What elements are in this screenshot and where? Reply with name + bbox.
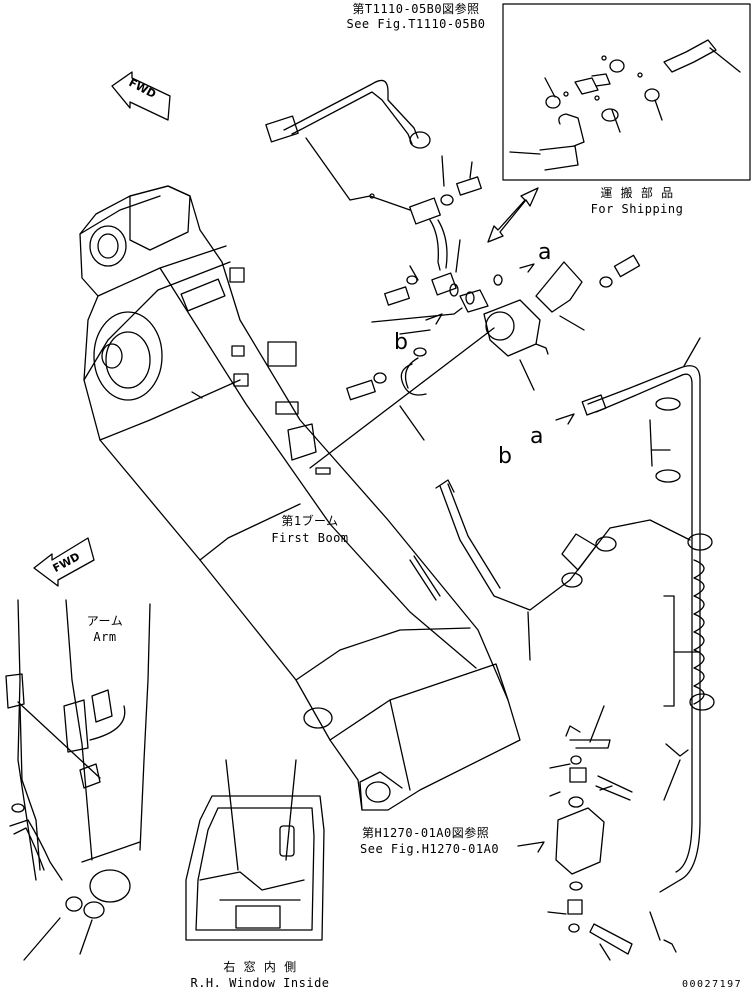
shipping-parts [509, 39, 741, 171]
callout-a-mid: a [530, 424, 544, 449]
ref-bottom-en: See Fig.H1270-01A0 [360, 842, 500, 856]
drawing-number: 00027197 [682, 979, 743, 990]
ref-top-jp: 第T1110-05B0図参照 [352, 2, 480, 16]
first-boom [79, 185, 521, 811]
window-jp: 右 窓 内 側 [223, 960, 297, 974]
shipping-arrow [487, 187, 539, 243]
shipping-en: For Shipping [590, 202, 684, 216]
fwd-arrow-top-icon [111, 71, 171, 121]
hose-assembly [265, 79, 715, 961]
fwd-arrow-left-icon [33, 537, 95, 587]
arm-detail [5, 599, 151, 961]
shipping-jp: 運 搬 部 品 [600, 186, 674, 200]
arm-jp: アーム [86, 614, 124, 628]
ref-bottom-jp: 第H1270-01A0図参照 [362, 826, 490, 840]
first-boom-en: First Boom [271, 531, 349, 545]
callout-b-mid: b [498, 444, 513, 469]
arm-en: Arm [93, 630, 117, 644]
ref-top-en: See Fig.T1110-05B0 [346, 17, 486, 31]
shipping-inset-box [502, 3, 751, 181]
first-boom-jp: 第1ブーム [281, 514, 339, 528]
cab-window [185, 759, 325, 941]
callout-a-top: a [538, 240, 552, 265]
window-en: R.H. Window Inside [190, 976, 330, 990]
callout-b-top: b [394, 330, 409, 355]
